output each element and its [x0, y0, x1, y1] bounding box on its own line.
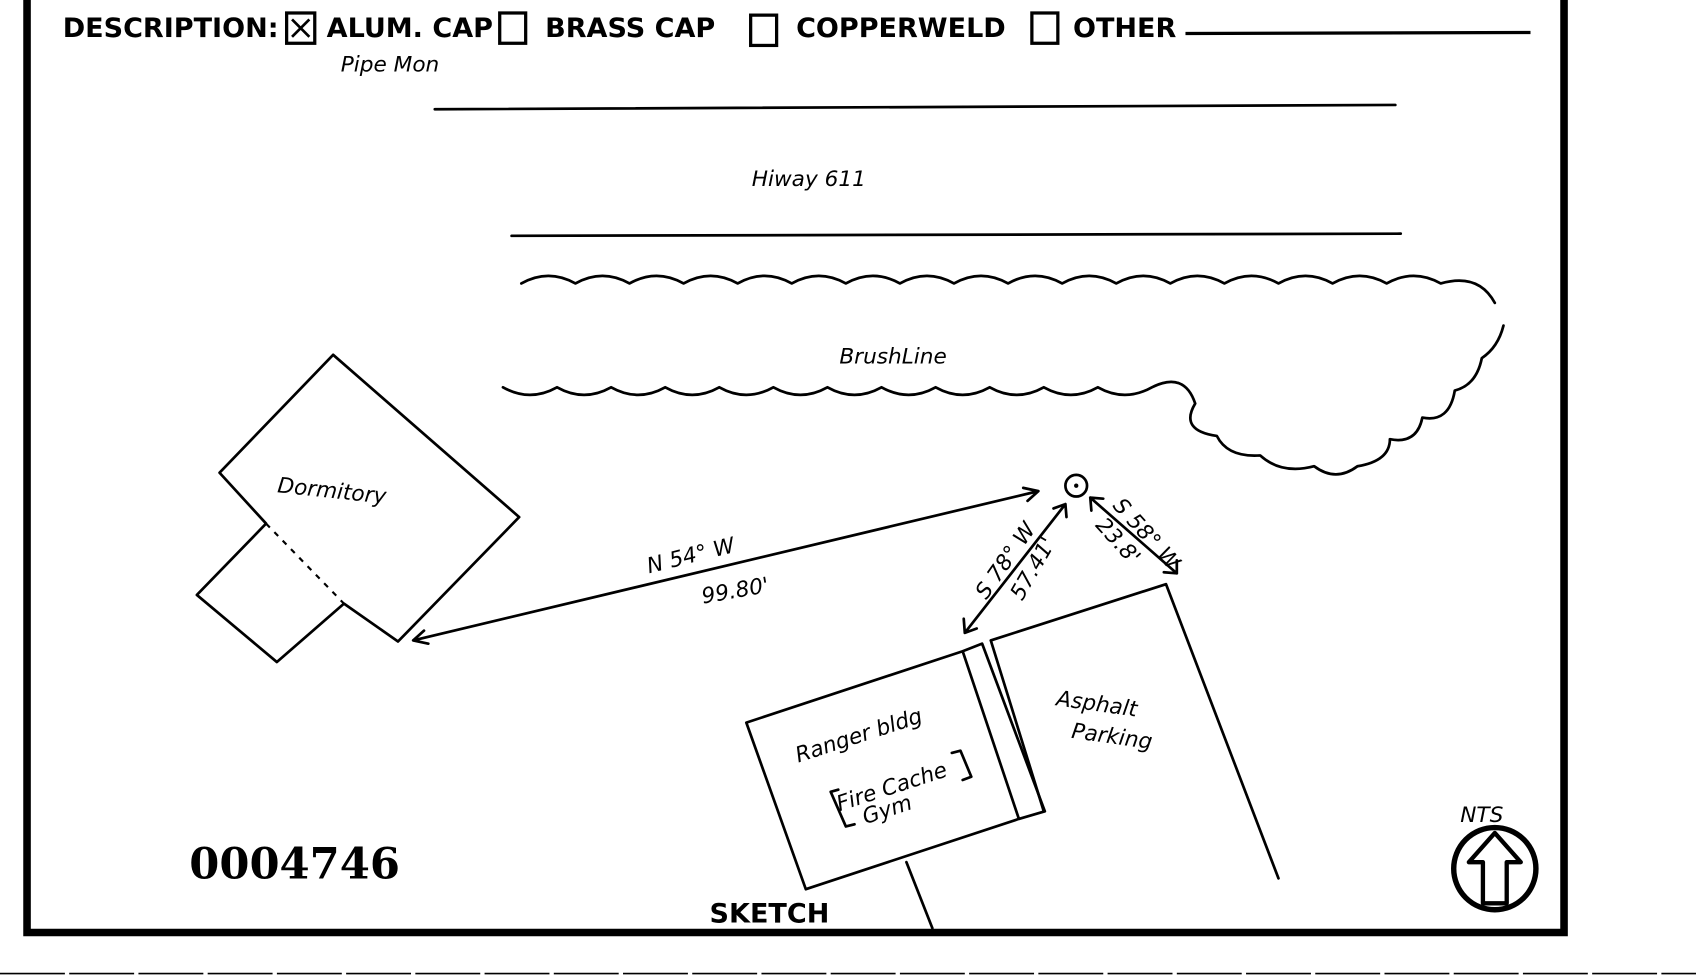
parking-outline	[989, 582, 1280, 880]
option-brass-cap-label: BRASS CAP	[545, 13, 715, 44]
bearing-1-label: N 54° W	[644, 533, 739, 579]
option-alum-cap-label: ALUM. CAP	[327, 13, 493, 44]
brushline-label: BrushLine	[839, 344, 946, 369]
monument-marker-icon	[1064, 473, 1089, 498]
north-arrow-icon	[1451, 824, 1539, 913]
form-border	[23, 0, 1568, 937]
dormitory-label: Dormitory	[276, 473, 388, 509]
other-blank-line[interactable]	[1185, 30, 1531, 36]
document-number: 0004746	[189, 838, 400, 889]
checkbox-other[interactable]	[1030, 11, 1060, 45]
ranger-building-label: Ranger bldg	[792, 704, 925, 769]
handwritten-note: Pipe Mon	[341, 52, 440, 77]
north-label: NTS	[1460, 803, 1503, 828]
bearing-line-ranger	[962, 502, 1068, 635]
checkbox-copperweld[interactable]	[749, 13, 779, 48]
bearing-line-parking	[1088, 496, 1179, 575]
parking-label-2: Parking	[1070, 719, 1154, 755]
road-edge-top	[433, 103, 1397, 111]
dormitory-dashed-line	[265, 522, 345, 605]
brushline-bottom	[501, 324, 1505, 476]
distance-1-label: 99.80'	[700, 573, 771, 609]
ranger-building-outline	[744, 642, 1047, 891]
path-line	[905, 860, 934, 930]
brushline-top	[519, 274, 1497, 305]
option-other-label: OTHER	[1073, 13, 1176, 44]
checkbox-alum-cap[interactable]	[285, 11, 317, 45]
bearing-line-dormitory	[411, 486, 1040, 646]
dormitory-outline	[195, 353, 521, 664]
sketch-label: SKETCH	[710, 899, 830, 930]
description-label: DESCRIPTION:	[63, 13, 279, 44]
parking-label-1: Asphalt	[1053, 686, 1140, 723]
ranger-sub-bracket	[829, 749, 973, 828]
option-copperweld-label: COPPERWELD	[796, 13, 1006, 44]
road-label: Hiway 611	[752, 167, 866, 192]
check-x-icon	[291, 18, 311, 38]
road-edge-bottom	[510, 232, 1403, 238]
checkbox-brass-cap[interactable]	[498, 11, 528, 45]
